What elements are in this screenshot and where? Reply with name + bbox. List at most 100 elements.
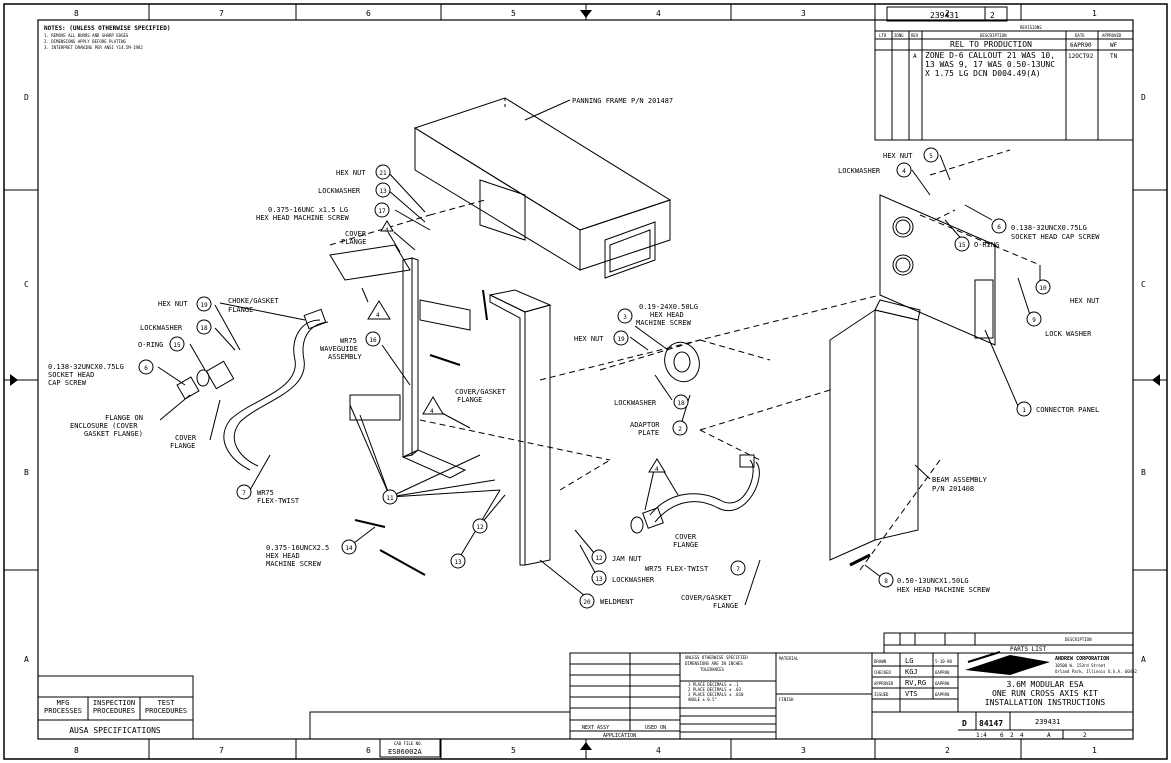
company-name: ANDREW CORPORATION: [1055, 656, 1109, 662]
cad-file-value: ES06002A: [388, 748, 423, 756]
header-sheet: 2: [990, 11, 995, 20]
drawing-title: ONE RUN CROSS AXIS KIT: [992, 689, 1098, 698]
rev-row-date: 6APR90: [1070, 42, 1092, 49]
approval-name: VTS: [905, 690, 918, 698]
balloon-number: 4: [902, 168, 906, 175]
zone-col-label: 3: [801, 746, 806, 755]
zone-row-label: C: [24, 280, 29, 289]
title-block-scale: 1:4: [976, 732, 987, 739]
callout-lockwasher: LOCKWASHER: [612, 576, 655, 584]
zone-row-label: D: [1141, 93, 1146, 102]
company-address: 10500 W. 153rd Street: [1055, 663, 1106, 668]
balloon-number: 7: [736, 566, 740, 573]
rev-header: REV: [911, 33, 919, 38]
callout-waveguide: ASSEMBLY: [328, 353, 363, 361]
approval-role: ISSUED: [874, 692, 889, 697]
callout-panning-frame: PANNING FRAME P/N 201487: [572, 97, 673, 105]
zone-col-label: 6: [366, 746, 371, 755]
callout-hex-nut: HEX NUT: [574, 335, 604, 343]
zone-col-label: 3: [801, 9, 806, 18]
callout-lockwasher: LOCKWASHER: [318, 187, 361, 195]
title-block-sheet: 2: [1083, 732, 1087, 739]
zone-row-label: B: [1141, 468, 1146, 477]
callout-lock-washer: LOCK WASHER: [1045, 330, 1092, 338]
footer-box: A: [1047, 732, 1051, 739]
callout-screw: 0.375-16UNC x1.5 LG: [268, 206, 348, 214]
callout-waveguide: WAVEGUIDE: [320, 345, 358, 353]
ausa-specifications: AUSA SPECIFICATIONS: [69, 726, 161, 735]
approval-date: 6APR90: [935, 670, 950, 675]
item-balloons: [138, 147, 1051, 609]
balloon-number: 5: [929, 153, 933, 160]
callout-flex-twist: WR75 FLEX-TWIST: [645, 565, 709, 573]
balloon-number: 2: [678, 426, 682, 433]
zone-row-label: D: [24, 93, 29, 102]
callout-jam-nut: JAM NUT: [612, 555, 642, 563]
tolerance-line: 2 PLACE DECIMALS ± .03: [688, 687, 742, 692]
callout-screw: HEX HEAD: [650, 311, 684, 319]
callout-flange-enclosure: ENCLOSURE (COVER: [70, 422, 138, 430]
callout-lockwasher: LOCKWASHER: [614, 399, 657, 407]
drawing-title: INSTALLATION INSTRUCTIONS: [985, 698, 1106, 707]
callout-screw: 0.375-16UNCX2.5: [266, 544, 329, 552]
callout-cover-gasket: COVER/GASKET: [455, 388, 506, 396]
approval-role: APPROVED: [874, 681, 894, 686]
material-label: MATERIAL: [779, 656, 799, 661]
rev-row-date: 12OCT92: [1068, 53, 1094, 60]
company-logo: [965, 651, 1050, 675]
callout-cover-gasket: FLANGE: [713, 602, 738, 610]
approval-date: 6APR90: [935, 681, 950, 686]
revisions-table: [874, 19, 1134, 141]
footer-box: 6: [1000, 732, 1004, 739]
zone-col-label: 1: [1092, 9, 1097, 18]
rev-row-description: 13 WAS 9, 17 WAS 0.50-13UNC: [925, 60, 1055, 69]
tolerances-header: UNLESS OTHERWISE SPECIFIED: [685, 655, 748, 660]
balloon-number: 12: [476, 524, 484, 531]
tolerance-line: ANGLE ± 0.5°: [688, 697, 717, 702]
callout-screw: HEX HEAD: [266, 552, 300, 560]
callout-choke-flange: FLANGE: [228, 306, 253, 314]
delta-note-number: 4: [376, 312, 380, 319]
rev-row-approved: WF: [1110, 42, 1118, 49]
notes-block: NOTES: (UNLESS OTHERWISE SPECIFIED) 1. R…: [44, 25, 170, 50]
balloon-number: 19: [200, 302, 208, 309]
balloon-number: 20: [583, 599, 591, 606]
callout-hex-nut: HEX NUT: [158, 300, 188, 308]
balloon-number: 7: [242, 490, 246, 497]
zone-row-label: B: [24, 468, 29, 477]
callout-cover-flange: FLANGE: [673, 541, 698, 549]
callout-screw: 0.138-32UNCX0.75LG: [1011, 224, 1087, 232]
finish-label: FINISH: [779, 697, 794, 702]
tolerance-line: 1 PLACE DECIMALS ± .1: [688, 682, 739, 687]
balloon-number: 13: [454, 559, 462, 566]
tolerances-title: TOLERANCES: [700, 667, 725, 672]
zone-row-label: C: [1141, 280, 1146, 289]
note-line: 2. DIMENSIONS APPLY BEFORE PLATING: [44, 39, 126, 44]
balloon-number: 15: [958, 242, 966, 249]
drawing-title: 3.6M MODULAR ESA: [1006, 680, 1083, 689]
header-dwg-number: 239431: [930, 11, 959, 20]
callout-screw: MACHINE SCREW: [266, 560, 322, 568]
rev-row-rev: A: [913, 53, 917, 60]
callout-lockwasher: LOCKWASHER: [140, 324, 183, 332]
tolerances-sub: DIMENSIONS ARE IN INCHES: [685, 661, 743, 666]
note-line: 3. INTERPRET DRAWING PER ANSI Y14.5M-198…: [44, 45, 143, 50]
callout-cover-gasket: FLANGE: [457, 396, 482, 404]
approval-date: 5-10-90: [935, 659, 952, 664]
parts-list-title: PARTS LIST: [1010, 646, 1047, 653]
delta-note-number: 4: [385, 227, 389, 234]
balloon-number: 11: [386, 495, 394, 502]
zone-col-label: 8: [74, 9, 79, 18]
approval-name: LG: [905, 657, 913, 665]
application-label: APPLICATION: [603, 733, 636, 739]
rev-header: DATE: [1075, 33, 1085, 38]
callout-screw: MACHINE SCREW: [636, 319, 692, 327]
title-block-size: D: [962, 719, 967, 728]
approval-date: 6APR90: [935, 692, 950, 697]
balloon-number: 8: [884, 578, 888, 585]
callout-screw: CAP SCREW: [48, 379, 87, 387]
callout-flange-enclosure: FLANGE ON: [105, 414, 143, 422]
